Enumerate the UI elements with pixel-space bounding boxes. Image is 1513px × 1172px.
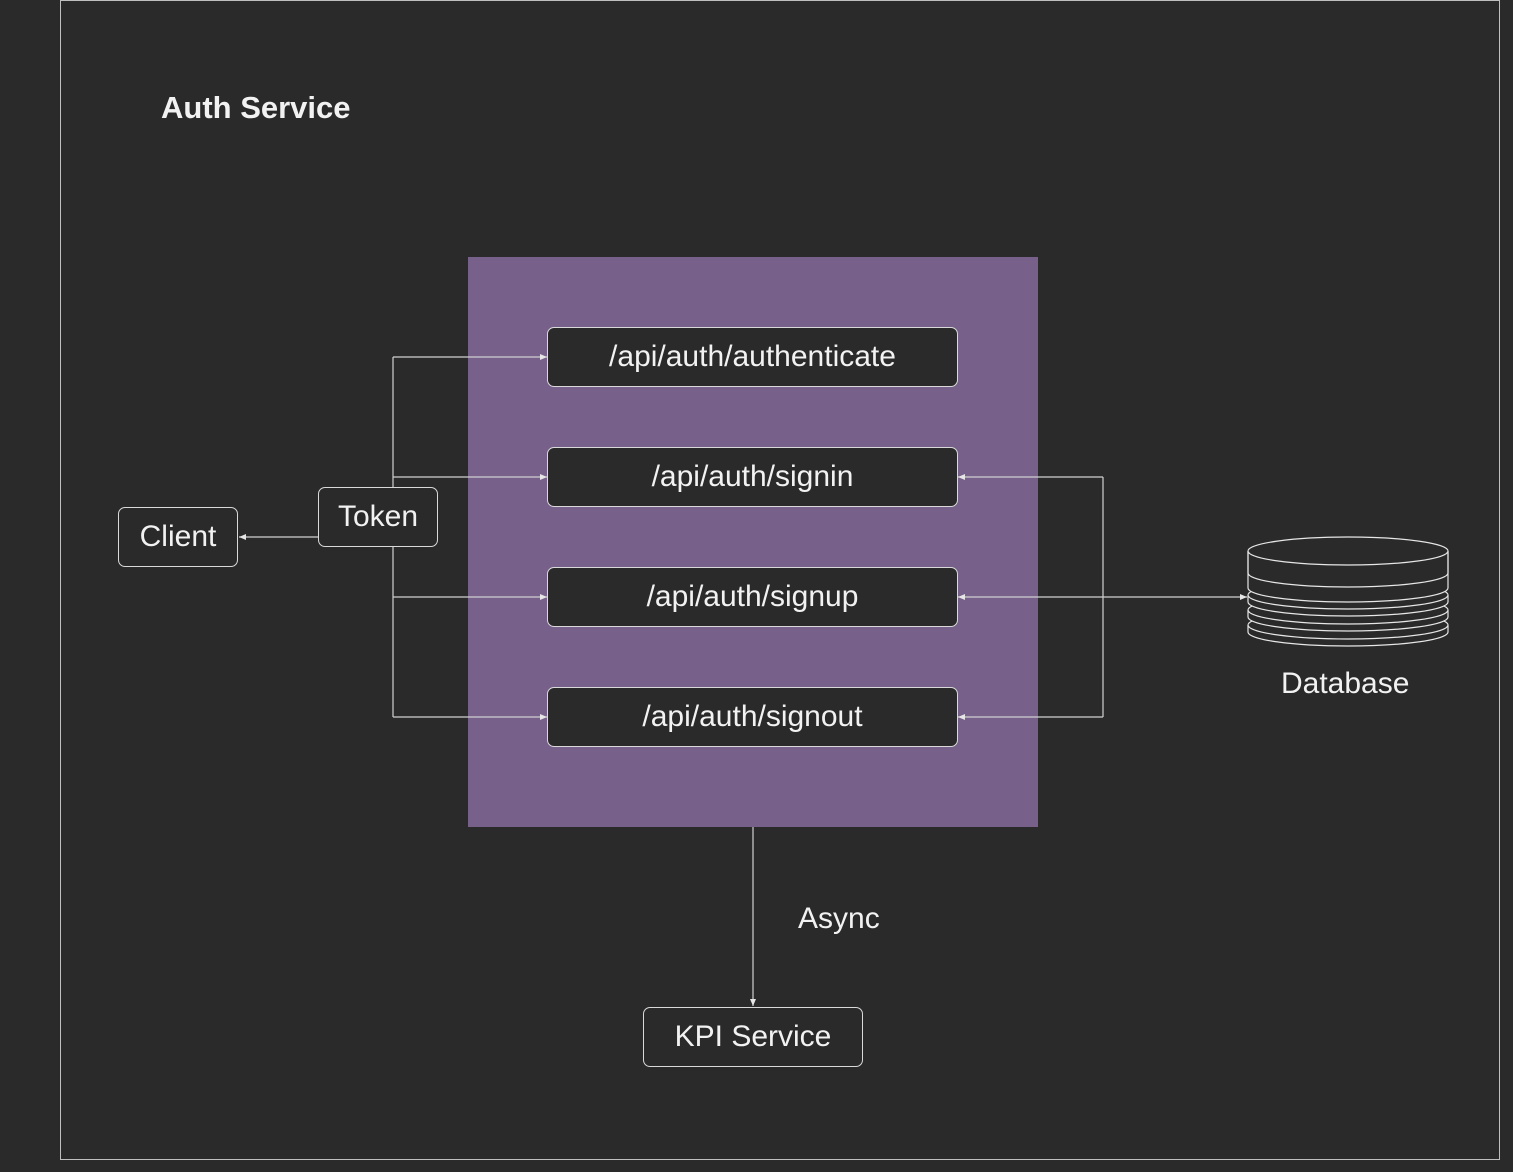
endpoint-signup[interactable]: /api/auth/signup (547, 567, 958, 627)
diagram-frame (60, 0, 1500, 1160)
endpoint-signin[interactable]: /api/auth/signin (547, 447, 958, 507)
async-label: Async (798, 902, 880, 935)
diagram-title: Auth Service (161, 90, 351, 125)
endpoint-authenticate[interactable]: /api/auth/authenticate (547, 327, 958, 387)
database-label: Database (1281, 667, 1410, 700)
database-icon (1247, 536, 1449, 647)
endpoint-signout[interactable]: /api/auth/signout (547, 687, 958, 747)
client-node[interactable]: Client (118, 507, 238, 567)
token-node[interactable]: Token (318, 487, 438, 547)
kpi-service-node[interactable]: KPI Service (643, 1007, 863, 1067)
